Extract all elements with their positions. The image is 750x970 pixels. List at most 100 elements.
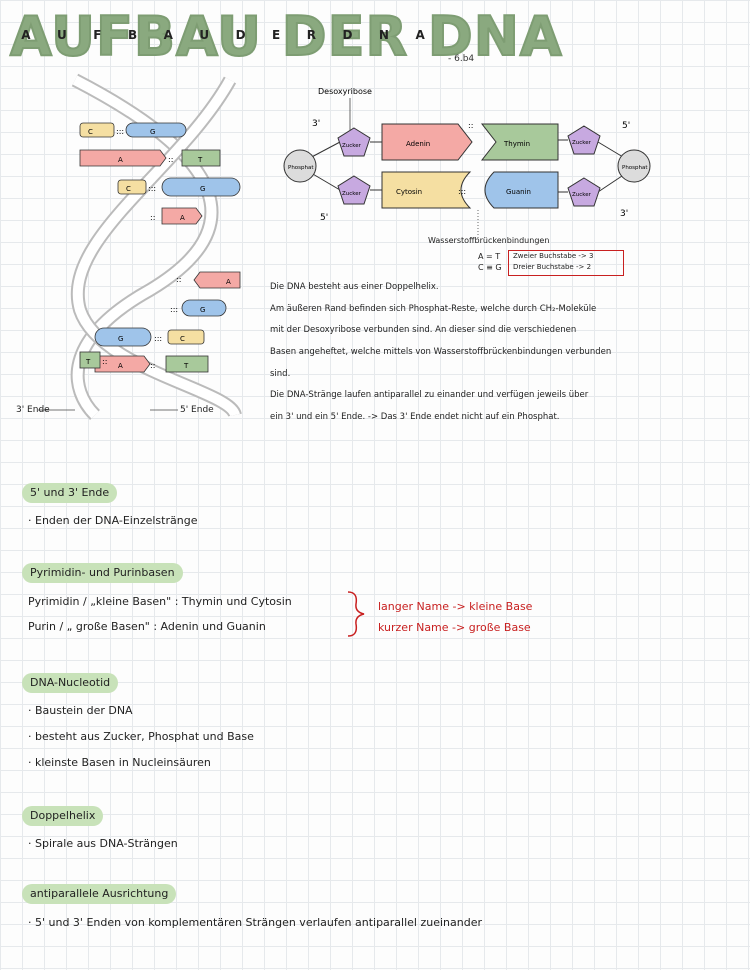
title-letter: B — [127, 28, 138, 42]
bond-dots: :: — [102, 357, 107, 366]
hint-line: Dreier Buchstabe -> 2 — [513, 263, 592, 271]
title-letter: E — [272, 28, 281, 42]
base-label: T — [183, 362, 189, 370]
paragraph-line: sind. — [270, 369, 291, 379]
base-label: C — [126, 185, 131, 193]
base-label: Thymin — [503, 140, 530, 148]
title-letter: A — [415, 28, 425, 42]
base-label: G — [200, 185, 205, 193]
base-cytosin — [117, 179, 147, 195]
nucleotide-diagram: Desoxyribose 3' 5' 5' 3' Phosphat Phosph… — [283, 87, 651, 238]
section-line: · Baustein der DNA — [28, 704, 133, 717]
helix-strand-front-fill — [72, 77, 240, 418]
base-label: Adenin — [406, 140, 430, 148]
base-label: Cytosin — [396, 188, 422, 196]
title-letter: A — [163, 28, 173, 42]
bond-dots: :: — [150, 361, 155, 370]
title-letter: U — [57, 28, 67, 42]
double-helix-drawing: C ::: G A :: T C ::: G :: A :: A ::: G G — [38, 73, 242, 420]
section-heading-ends: 5' und 3' Ende — [22, 483, 118, 503]
base-label: A — [118, 362, 123, 370]
base-label: T — [85, 358, 91, 366]
base-pair: A :: T — [94, 355, 209, 373]
base-thymin — [165, 355, 209, 373]
prime-label: 3' — [312, 119, 320, 129]
phosphat-left — [283, 149, 317, 183]
base-thymin — [79, 351, 101, 369]
helix-end-3-label: 3' Ende — [16, 405, 50, 415]
base-label: T — [197, 156, 203, 164]
prime-label: 5' — [320, 213, 328, 223]
title-letter: N — [378, 28, 389, 42]
zucker-bottom-left — [337, 175, 371, 205]
paragraph-line: Die DNA-Stränge laufen antiparallel zu e… — [270, 390, 589, 400]
base-cytosin — [79, 122, 115, 138]
base-pair: G ::: C — [94, 327, 205, 347]
zucker-label: Zucker — [572, 192, 592, 198]
paragraph-line: ein 3' und ein 5' Ende. -> Das 3' Ende e… — [270, 412, 560, 422]
zucker-label: Zucker — [342, 143, 362, 149]
section-heading-bases: Pyrimidin- und Purinbasen — [22, 563, 183, 583]
helix-end-5-label: 5' Ende — [180, 405, 214, 415]
bond-dots: ::: — [148, 184, 156, 193]
base-label: A — [226, 278, 231, 286]
title-letter: D — [342, 28, 353, 42]
paragraph-line: Basen angeheftet, welche mittels von Was… — [270, 347, 612, 357]
section-heading-helix: Doppelhelix — [22, 806, 104, 826]
base-cytosin — [381, 171, 472, 209]
base-thymin — [480, 123, 559, 161]
base-guanin — [484, 171, 559, 209]
base-pair: C ::: G — [79, 122, 187, 138]
bond-dots: ::: — [154, 334, 162, 343]
zucker-label: Zucker — [572, 140, 592, 146]
base-adenin — [161, 207, 203, 225]
helix-strand-back-fill — [72, 75, 217, 419]
base-adenin — [94, 355, 151, 373]
bond-dots: :: — [168, 155, 173, 164]
note-long-name: langer Name -> kleine Base — [378, 600, 533, 613]
section-line: · besteht aus Zucker, Phosphat und Base — [28, 730, 254, 743]
bond-dots: :: — [468, 121, 473, 130]
base-thymin — [181, 149, 221, 167]
base-pair: :: A — [150, 207, 203, 225]
pair-at: A = T — [478, 252, 501, 261]
prime-label: 3' — [620, 209, 628, 219]
note-short-name: kurzer Name -> große Base — [378, 621, 531, 634]
phosphat-label: Phosphat — [622, 165, 648, 171]
title-letter: R — [306, 28, 316, 42]
section-line: · 5' und 3' Enden von komplementären Str… — [28, 916, 483, 929]
pair-cg: C ≡ G — [478, 263, 502, 272]
hint-line: Zweier Buchstabe -> 3 — [513, 252, 594, 260]
base-pair: ::: G — [170, 299, 227, 317]
paragraph-line: mit der Desoxyribose verbunden sind. An … — [270, 325, 577, 335]
bonds-label: Wasserstoffbrückenbindungen — [428, 236, 550, 245]
section-line: Purin / „ große Basen" : Adenin und Guan… — [28, 620, 266, 633]
base-label: Guanin — [506, 188, 531, 196]
hint-box: Zweier Buchstabe -> 3 Dreier Buchstabe -… — [508, 250, 624, 276]
base-guanin — [94, 327, 152, 347]
title-letter: U — [199, 28, 210, 42]
section-line: · Enden der DNA-Einzelstränge — [28, 514, 198, 527]
page-subtitle: - 6.b4 — [448, 54, 475, 64]
base-label: G — [200, 306, 205, 314]
base-label: A — [180, 214, 185, 222]
page-title: AUFBAU DER DNA — [9, 4, 563, 69]
base-label: G — [150, 128, 155, 136]
base-pair: C ::: G — [117, 177, 241, 197]
bond-dots: ::: — [116, 127, 124, 136]
base-guanin — [125, 122, 187, 138]
paragraph-line: Am äußeren Rand befinden sich Phosphat-R… — [270, 304, 597, 314]
zucker-label: Zucker — [342, 191, 362, 197]
section-heading-nucleotide: DNA-Nucleotid — [22, 673, 119, 693]
section-line: · kleinste Basen in Nucleinsäuren — [28, 756, 211, 769]
zucker-bottom-right — [567, 177, 601, 207]
base-adenin — [381, 123, 473, 161]
brace-icon — [347, 591, 365, 637]
prime-label: 5' — [622, 121, 630, 131]
section-line: Pyrimidin / „kleine Basen" : Thymin und … — [28, 595, 292, 608]
phosphat-right — [617, 149, 651, 183]
bond-dots: ::: — [458, 187, 466, 196]
base-label: C — [88, 128, 93, 136]
desoxyribose-label: Desoxyribose — [318, 87, 372, 96]
title-letters: A U F B A U D E R D N A — [8, 28, 438, 42]
